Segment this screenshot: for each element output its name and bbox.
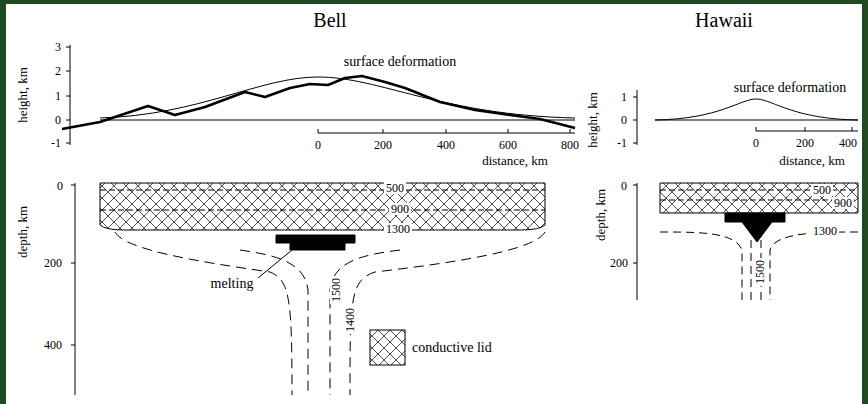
leader-line: [258, 250, 292, 278]
isotherm-label: 1300: [811, 225, 839, 237]
tick-label: 1: [55, 90, 61, 102]
curve-label: surface deformation: [344, 55, 456, 69]
panel-title: Bell: [313, 10, 346, 30]
tick-label: 1: [621, 91, 627, 103]
conductive-lid: [660, 183, 858, 213]
tick-label: 600: [499, 139, 517, 151]
axis-title: distance, km: [482, 154, 548, 167]
distance-axis: [318, 129, 575, 133]
depth-axis: [633, 183, 637, 300]
axis-title: height, km: [16, 67, 29, 123]
tick-label: 800: [561, 139, 579, 151]
axis-title: distance, km: [779, 154, 845, 167]
conductive-lid: [100, 183, 545, 230]
curve-label: surface deformation: [734, 81, 846, 95]
legend-text: conductive lid: [412, 341, 492, 355]
melt-zone: [725, 213, 785, 242]
plume-isotherm: [660, 232, 858, 300]
isotherm-label: 900: [389, 203, 411, 215]
tick-label: 3: [55, 41, 61, 53]
legend-swatch: [370, 330, 405, 365]
model-curve: [655, 99, 858, 120]
isotherm-label: 1400: [344, 306, 356, 334]
isotherm-label: 500: [384, 182, 406, 194]
tick-label: -1: [51, 137, 61, 149]
observed-curve: [62, 76, 575, 129]
plume-isotherm: [240, 250, 400, 395]
plume-isotherm: [115, 232, 545, 395]
axis-title: height, km: [586, 92, 599, 148]
isotherm-label: 1300: [384, 223, 412, 235]
callout-label: melting: [211, 277, 254, 291]
axis-title: depth, km: [594, 189, 607, 241]
tick-label: 200: [44, 257, 62, 269]
tick-label: 400: [44, 339, 62, 351]
panel-title: Hawaii: [695, 10, 753, 30]
tick-label: 200: [374, 139, 392, 151]
height-axis: [633, 90, 637, 145]
depth-axis: [71, 183, 75, 395]
distance-axis: [756, 127, 858, 131]
tick-label: 0: [57, 180, 63, 192]
axis-title: depth, km: [16, 206, 29, 258]
model-curve: [100, 77, 575, 118]
isotherm-label: 1500: [330, 276, 342, 304]
zero-line: [655, 120, 858, 121]
tick-label: 0: [315, 139, 321, 151]
tick-label: 0: [55, 114, 61, 126]
tick-label: 0: [621, 180, 627, 192]
height-axis: [66, 45, 70, 145]
melt-zone: [276, 235, 355, 250]
isotherm-label: 1500: [754, 258, 766, 286]
tick-label: 200: [796, 137, 814, 149]
tick-label: 0: [753, 137, 759, 149]
isotherm-label: 900: [832, 197, 854, 209]
isotherm-label: 500: [811, 184, 833, 196]
tick-label: 2: [55, 65, 61, 77]
tick-label: 400: [437, 139, 455, 151]
tick-label: 400: [839, 137, 857, 149]
tick-label: 200: [610, 257, 628, 269]
zero-line: [100, 120, 575, 121]
isotherm: [100, 190, 545, 210]
tick-label: 0: [621, 114, 627, 126]
tick-label: -1: [617, 137, 627, 149]
